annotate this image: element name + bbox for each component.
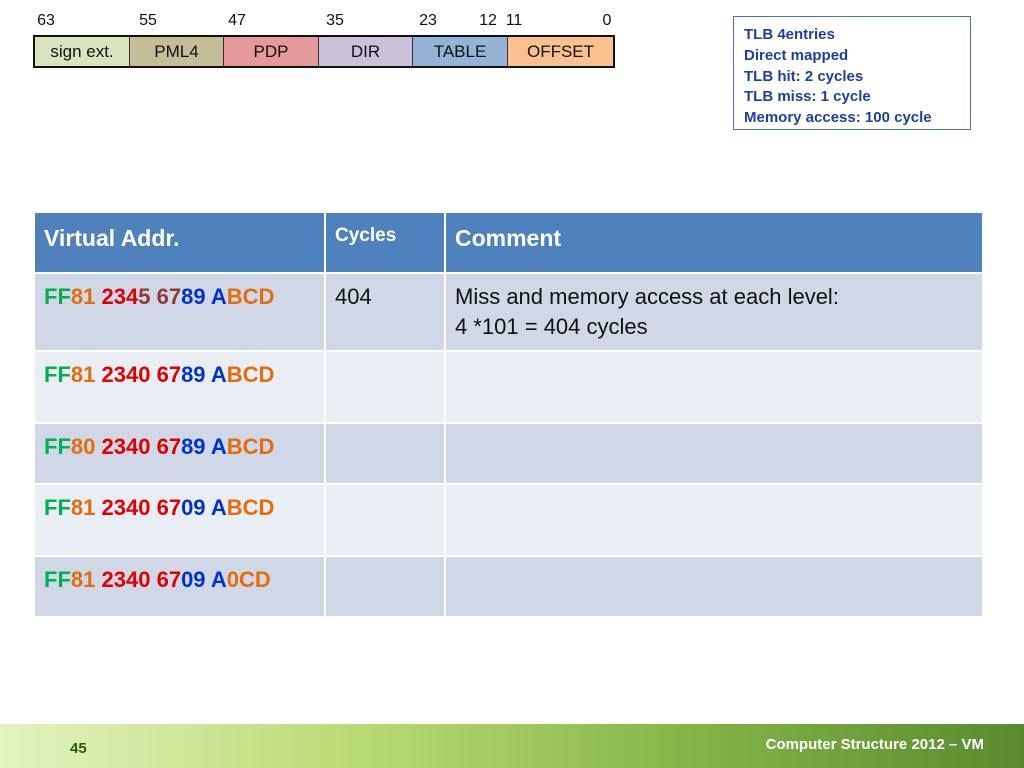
comment-line: 4 *101 = 404 cycles — [455, 314, 648, 339]
virtual-address-fields: sign ext. PML4 PDP DIR TABLE OFFSET — [33, 35, 615, 68]
cycles-cell — [324, 555, 446, 618]
virtual-addr-cell: FF81 2340 6709 A0CD — [33, 555, 326, 618]
addr-segment: 67 — [156, 284, 182, 309]
addr-segment: A — [210, 567, 227, 592]
bit-label-23: 23 — [419, 12, 437, 29]
addr-segment: BCD — [226, 434, 275, 459]
cycles-cell — [324, 350, 446, 424]
addr-segment: 80 — [70, 434, 96, 459]
field-pdp: PDP — [224, 37, 319, 66]
header-virtual-addr: Virtual Addr. — [33, 211, 326, 274]
addr-segment: 89 — [181, 284, 206, 309]
addr-segment: FF — [44, 284, 71, 309]
addr-segment: 89 — [181, 434, 206, 459]
info-line: TLB miss: 1 cycle — [744, 88, 871, 106]
addr-segment: 89 — [181, 362, 206, 387]
addr-segment: 09 — [181, 567, 206, 592]
addr-segment: 67 — [156, 567, 182, 592]
bit-label-12: 12 — [479, 12, 497, 29]
addr-segment: 81 — [70, 567, 96, 592]
table-row: FF81 2345 6789 ABCD 404 Miss and memory … — [33, 272, 984, 352]
bit-label-35: 35 — [326, 12, 344, 29]
addr-segment: 67 — [156, 495, 182, 520]
addr-segment: 81 — [70, 284, 96, 309]
bit-label-0: 0 — [602, 12, 612, 29]
tlb-access-table: Virtual Addr. Cycles Comment FF81 2345 6… — [33, 211, 984, 618]
info-line: Direct mapped — [744, 46, 849, 64]
addr-segment: 67 — [156, 362, 182, 387]
comment-cell — [444, 422, 984, 485]
comment-cell — [444, 350, 984, 424]
info-line: TLB 4entries — [744, 26, 835, 43]
addr-segment: 2340 — [101, 495, 151, 520]
addr-segment: A — [210, 284, 227, 309]
addr-segment: A — [210, 434, 227, 459]
comment-cell — [444, 555, 984, 618]
table-header-row: Virtual Addr. Cycles Comment — [33, 211, 984, 274]
cycles-cell — [324, 483, 446, 557]
addr-segment: 2340 — [101, 567, 151, 592]
info-line: TLB hit: 2 cycles — [744, 67, 864, 85]
addr-segment: CD — [238, 567, 271, 592]
table-row: FF81 2340 6789 ABCD — [33, 350, 984, 424]
comment-line: Miss and memory access at each level: — [455, 284, 839, 309]
bit-label-11: 11 — [505, 12, 523, 29]
table-row: FF80 2340 6789 ABCD — [33, 422, 984, 485]
footer-title: Computer Structure 2012 – VM — [765, 736, 984, 753]
addr-segment: FF — [44, 567, 71, 592]
table-row: FF81 2340 6709 ABCD — [33, 483, 984, 557]
cycles-cell: 404 — [324, 272, 446, 352]
header-comment: Comment — [444, 211, 984, 274]
field-sign-ext: sign ext. — [35, 37, 130, 66]
addr-segment: A — [210, 362, 227, 387]
field-table: TABLE — [413, 37, 508, 66]
virtual-addr-cell: FF80 2340 6789 ABCD — [33, 422, 326, 485]
addr-segment: BCD — [226, 284, 275, 309]
virtual-addr-cell: FF81 2340 6789 ABCD — [33, 350, 326, 424]
addr-segment: BCD — [226, 362, 275, 387]
field-pml4: PML4 — [130, 37, 224, 66]
tlb-info-box: TLB 4entries Direct mapped TLB hit: 2 cy… — [733, 16, 971, 130]
field-dir: DIR — [319, 37, 413, 66]
addr-segment: BCD — [226, 495, 275, 520]
bit-position-labels: 63 55 47 35 23 12 11 0 — [0, 12, 1024, 34]
virtual-addr-cell: FF81 2345 6789 ABCD — [33, 272, 326, 352]
bit-label-63: 63 — [37, 12, 55, 29]
addr-segment: 2340 — [101, 362, 151, 387]
header-cycles: Cycles — [324, 211, 446, 274]
comment-cell: Miss and memory access at each level: 4 … — [444, 272, 984, 352]
addr-segment: 81 — [70, 495, 96, 520]
cycles-cell — [324, 422, 446, 485]
addr-segment: 234 — [101, 284, 139, 309]
bit-label-47: 47 — [228, 12, 246, 29]
virtual-addr-cell: FF81 2340 6709 ABCD — [33, 483, 326, 557]
addr-segment: FF — [44, 434, 71, 459]
addr-segment: 81 — [70, 362, 96, 387]
addr-segment: 5 — [138, 284, 151, 309]
comment-cell — [444, 483, 984, 557]
addr-segment: 0 — [226, 567, 239, 592]
page-number: 45 — [70, 740, 87, 757]
slide-footer: 45 Computer Structure 2012 – VM — [0, 724, 1024, 768]
field-offset: OFFSET — [508, 37, 613, 66]
addr-segment: 67 — [156, 434, 182, 459]
addr-segment: A — [210, 495, 227, 520]
addr-segment: FF — [44, 495, 71, 520]
addr-segment: 2340 — [101, 434, 151, 459]
addr-segment: 09 — [181, 495, 206, 520]
info-line: Memory access: 100 cycle — [744, 109, 932, 127]
table-row: FF81 2340 6709 A0CD — [33, 555, 984, 618]
bit-label-55: 55 — [139, 12, 157, 29]
addr-segment: FF — [44, 362, 71, 387]
